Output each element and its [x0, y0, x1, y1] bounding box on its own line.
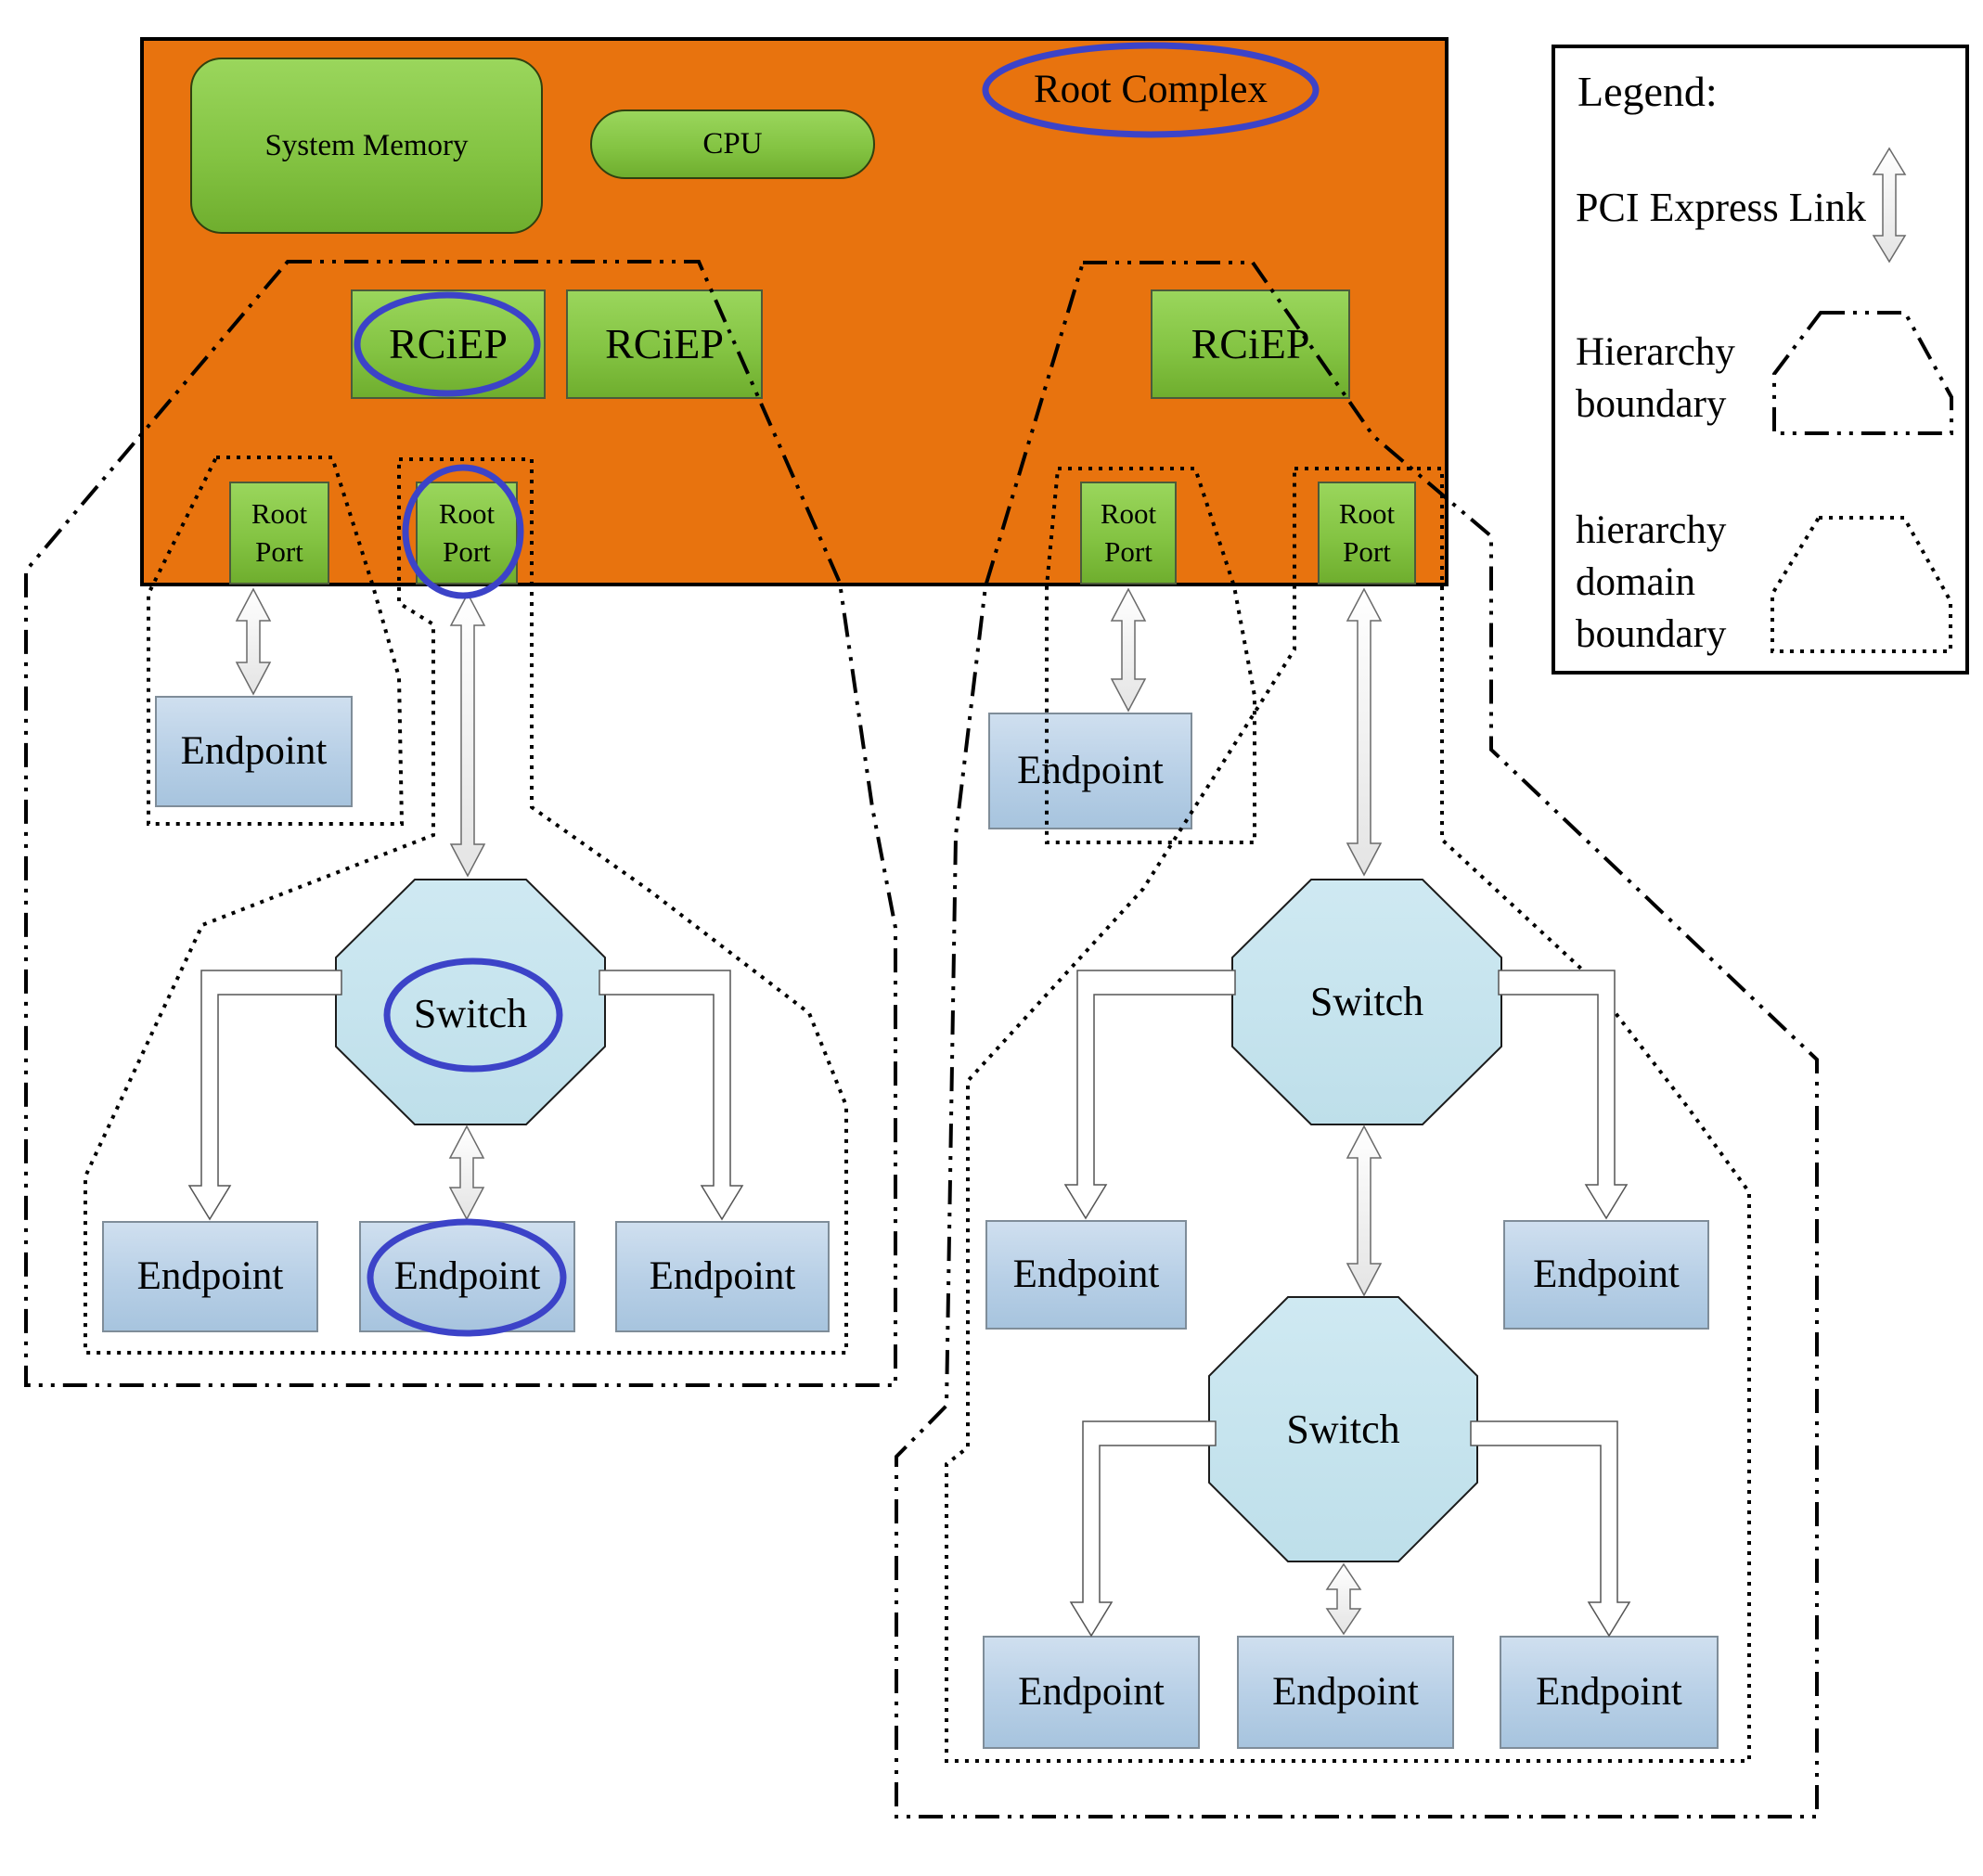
cpu-label: CPU	[702, 127, 763, 161]
pcie-link-elbow-left-switch-ep3	[599, 970, 744, 1221]
pcie-link-elbow-switch2-epE	[1470, 1420, 1631, 1638]
pcie-link-elbow-right-switch-epB	[1498, 970, 1629, 1220]
cpu-box	[590, 109, 875, 179]
domain-boundary-left-switch-tree	[84, 457, 848, 1355]
pcie-link-arrow-switch-switch	[1346, 1124, 1383, 1297]
root-port-label-3: Root Port	[1100, 497, 1157, 568]
pcie-link-arrow-rp2-switch	[449, 592, 486, 878]
endpoint-label: Endpoint	[180, 728, 328, 773]
root-port-label-2: Root Port	[438, 497, 496, 568]
pcie-link-arrow-switch2-endpoint	[1325, 1562, 1362, 1636]
pcie-link-elbow-left-switch-ep1	[187, 970, 342, 1221]
system-memory-label: System Memory	[264, 128, 469, 162]
pcie-link-elbow-switch2-epC	[1069, 1420, 1217, 1638]
root-port-label-4: Root Port	[1338, 497, 1396, 568]
root-complex-label: Root Complex	[1033, 67, 1268, 111]
rciep-label-2: RCiEP	[605, 320, 724, 368]
pcie-link-elbow-right-switch-epA	[1063, 970, 1236, 1220]
legend-item-hierarchy-domain-boundary: hierarchy domain boundary	[1576, 508, 1727, 656]
pcie-link-arrow-rp3-endpoint	[1110, 587, 1147, 713]
pcie-link-arrow-rp1-endpoint	[235, 587, 272, 696]
endpoint-label: Endpoint	[1012, 1252, 1160, 1296]
switch-label-right-upper: Switch	[1309, 979, 1424, 1025]
endpoint-label: Endpoint	[1272, 1669, 1419, 1714]
legend-item-pci-express-link: PCI Express Link	[1576, 185, 1866, 230]
rciep-label-1: RCiEP	[389, 320, 508, 368]
switch-label-right-lower: Switch	[1286, 1407, 1400, 1453]
endpoint-label: Endpoint	[393, 1253, 541, 1298]
endpoint-label: Endpoint	[649, 1253, 796, 1298]
endpoint-label: Endpoint	[1017, 748, 1164, 792]
root-port-label-1: Root Port	[251, 497, 308, 568]
switch-label-left: Switch	[413, 991, 528, 1037]
endpoint-label: Endpoint	[1018, 1669, 1165, 1714]
system-memory-box	[190, 58, 543, 234]
pcie-link-arrow-rp4-switch	[1346, 587, 1383, 877]
endpoint-label: Endpoint	[1533, 1252, 1680, 1296]
endpoint-label: Endpoint	[136, 1253, 284, 1298]
rciep-label-3: RCiEP	[1191, 320, 1310, 368]
legend-title: Legend:	[1577, 68, 1718, 115]
pcie-link-arrow-switch-endpoint-left	[448, 1124, 485, 1221]
endpoint-label: Endpoint	[1536, 1669, 1682, 1714]
legend-item-hierarchy-boundary: Hierarchy boundary	[1576, 330, 1735, 426]
